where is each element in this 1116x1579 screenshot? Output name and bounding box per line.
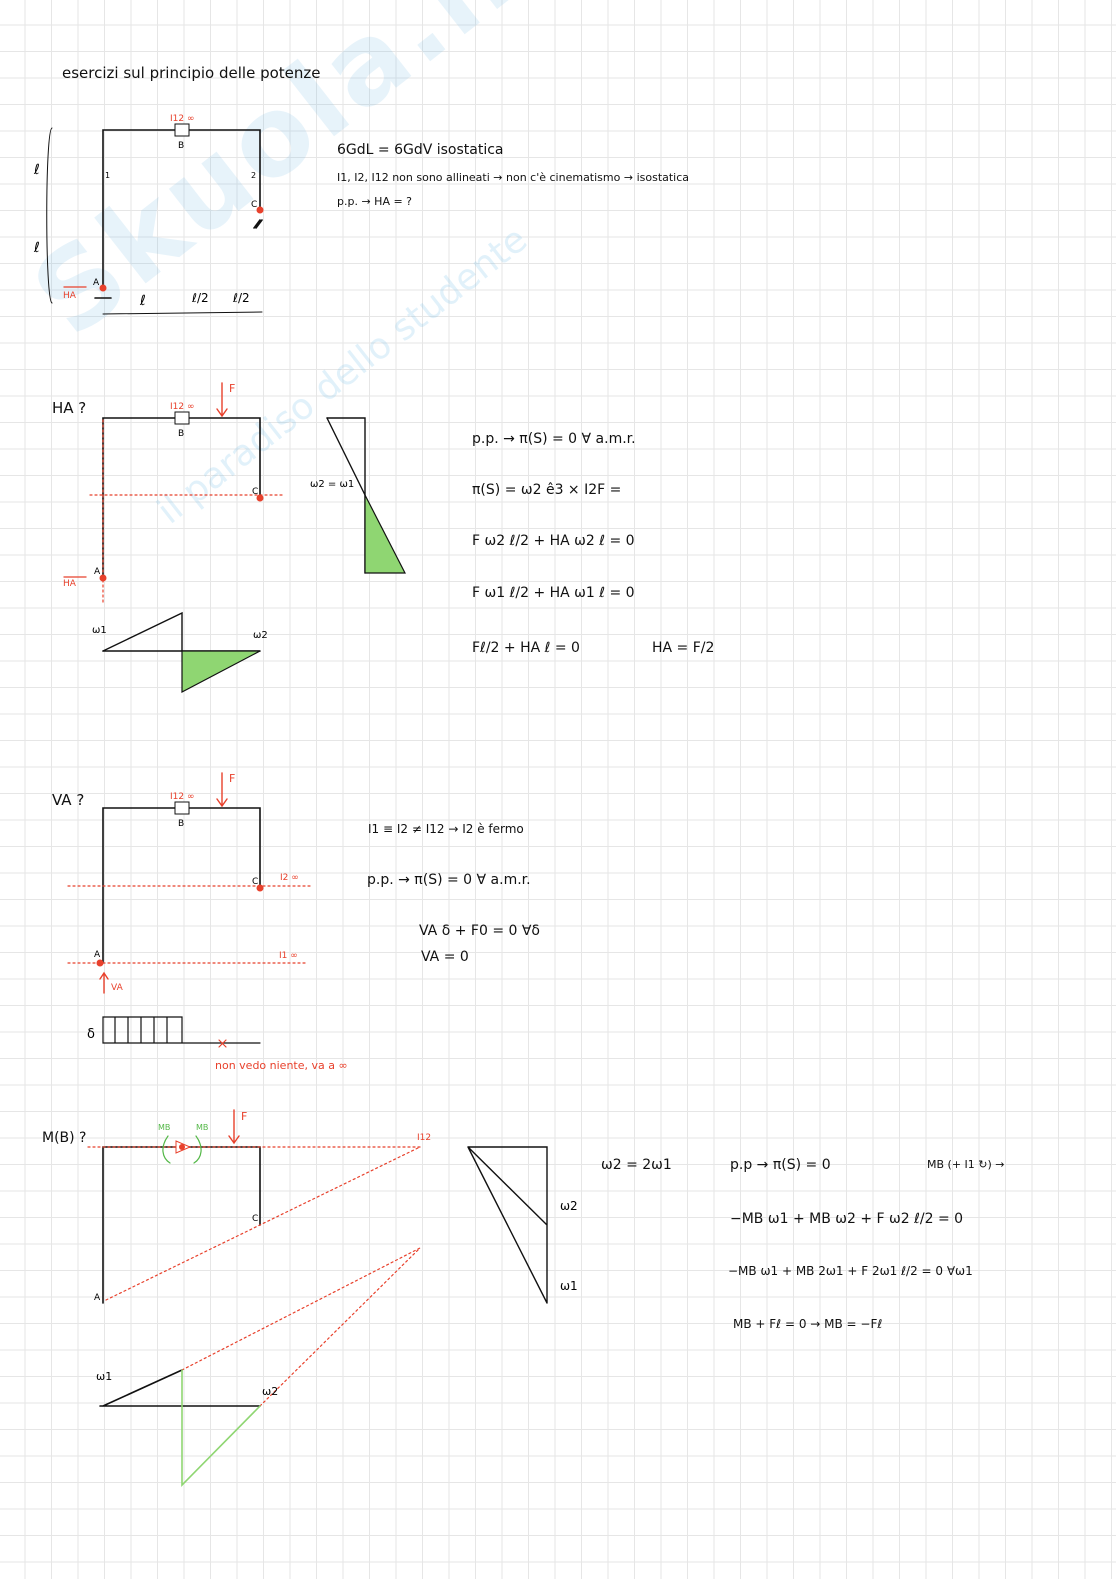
- s2-line-2: π(S) = ω2 ê3 × I2F =: [472, 482, 622, 498]
- label-delta: δ: [87, 1027, 95, 1042]
- label-f: F: [229, 382, 235, 395]
- page-title: esercizi sul principio delle potenze: [62, 64, 321, 82]
- velocity-diagram-green-4: [181, 1369, 261, 1487]
- svg-text:I12 ∞: I12 ∞: [170, 402, 194, 412]
- label-w1: ω1: [92, 625, 107, 636]
- label-w2-w1: ω2 = ω1: [310, 479, 354, 490]
- label-i12-4: I12: [417, 1133, 431, 1143]
- s2-line-4: F ω1 ℓ/2 + HA ω1 ℓ = 0: [472, 585, 635, 601]
- s4-line-5: MB + Fℓ = 0 → MB = −Fℓ: [733, 1317, 883, 1331]
- svg-text:B: B: [178, 429, 184, 439]
- s2-line-5: Fℓ/2 + HA ℓ = 0: [472, 640, 580, 656]
- s2-line-3: F ω2 ℓ/2 + HA ω2 ℓ = 0: [472, 533, 635, 549]
- s2-line-1: p.p. → π(S) = 0 ∀ a.m.r.: [472, 431, 636, 447]
- label-a: A: [93, 278, 100, 288]
- svg-text:ω1: ω1: [96, 1370, 112, 1383]
- frame-1: [46, 127, 263, 315]
- dim-l-upper: ℓ: [33, 162, 40, 178]
- svg-text:B: B: [178, 819, 184, 829]
- label-mb-left: MB: [158, 1123, 170, 1132]
- s4-heading: M(B) ?: [42, 1130, 87, 1146]
- s4-line-1: p.p → π(S) = 0: [730, 1157, 831, 1173]
- svg-text:C: C: [252, 877, 258, 887]
- label-c: C: [251, 200, 257, 210]
- s3-line-2: p.p. → π(S) = 0 ∀ a.m.r.: [367, 872, 531, 888]
- s2-heading: HA ?: [52, 399, 87, 417]
- svg-text:F: F: [241, 1110, 247, 1123]
- svg-text:ω1: ω1: [560, 1279, 578, 1293]
- frame-3: [102, 807, 261, 1044]
- label-b: B: [178, 141, 184, 151]
- frame-4: [99, 1146, 261, 1407]
- svg-text:ω2: ω2: [262, 1385, 278, 1398]
- label-1: 1: [105, 171, 110, 180]
- force-f-arrow: [216, 382, 228, 418]
- velocity-diagram-green: [364, 494, 406, 574]
- svg-text:HA: HA: [63, 579, 77, 589]
- hinge-b: [174, 123, 190, 137]
- s3-heading: VA ?: [52, 791, 85, 809]
- svg-text:C: C: [252, 1214, 258, 1224]
- svg-text:ω2: ω2: [560, 1199, 578, 1213]
- svg-text:A: A: [94, 567, 101, 577]
- svg-text:I12 ∞: I12 ∞: [170, 792, 194, 802]
- s4-line-3: −MB ω1 + MB ω2 + F ω2 ℓ/2 = 0: [730, 1211, 964, 1227]
- label-mb-right: MB: [196, 1123, 208, 1132]
- s1-line-2: I1, I2, I12 non sono allineati → non c'è…: [337, 171, 690, 184]
- hinge-a: [99, 284, 107, 292]
- note-infinity: non vedo niente, va a ∞: [215, 1059, 348, 1072]
- label-va: VA: [111, 983, 124, 993]
- s4-line-2: MB (+ I1 ↻) →: [927, 1158, 1005, 1171]
- s3-line-4: VA = 0: [421, 949, 469, 965]
- svg-text:A: A: [94, 1293, 101, 1303]
- s2-result: HA = F/2: [652, 640, 715, 656]
- label-w2: ω2: [253, 630, 268, 641]
- dim-l-lower: ℓ: [33, 240, 40, 256]
- s1-line-1: 6GdL = 6GdV isostatica: [337, 142, 504, 158]
- s3-line-1: I1 ≡ I2 ≠ I12 → I2 è fermo: [368, 822, 524, 836]
- s4-line-4: −MB ω1 + MB 2ω1 + F 2ω1 ℓ/2 = 0 ∀ω1: [728, 1264, 973, 1278]
- label-i12: I12 ∞: [170, 114, 194, 124]
- hinge-c: [256, 206, 264, 214]
- s1-line-3: p.p. → HA = ?: [337, 195, 413, 208]
- label-i1-inf: I1 ∞: [279, 951, 298, 961]
- svg-text:F: F: [229, 772, 235, 785]
- label-i2-inf: I2 ∞: [280, 873, 299, 883]
- svg-text:A: A: [94, 950, 101, 960]
- dim-l-bottom: ℓ: [139, 293, 146, 309]
- label-ha: HA: [63, 291, 77, 301]
- dim-l2-a: ℓ/2: [191, 291, 209, 305]
- dim-l2-b: ℓ/2: [232, 291, 250, 305]
- svg-text:C: C: [252, 487, 258, 497]
- s3-line-3: VA δ + F0 = 0 ∀δ: [419, 923, 540, 939]
- label-2: 2: [251, 171, 256, 180]
- s4-relation: ω2 = 2ω1: [601, 1157, 672, 1173]
